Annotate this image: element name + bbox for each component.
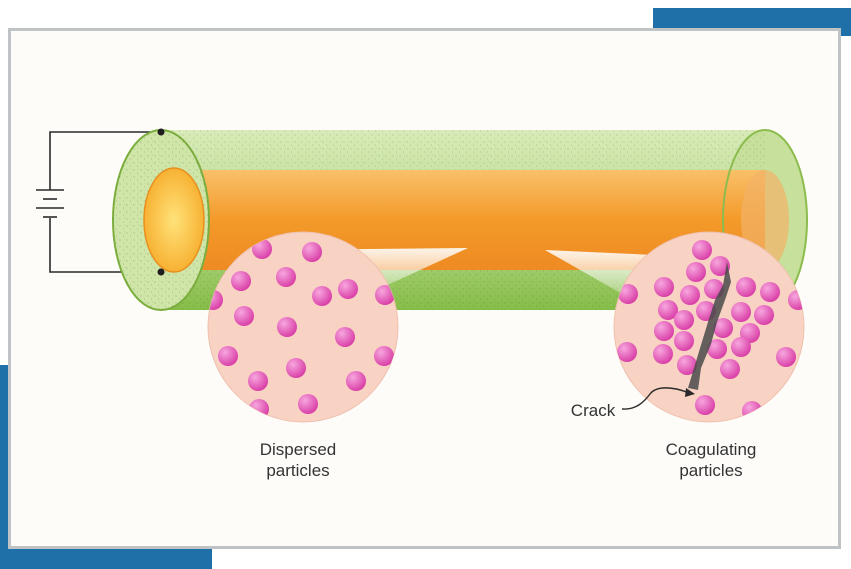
crack-label: Crack xyxy=(562,400,624,421)
dispersed-label-line2: particles xyxy=(218,460,378,481)
terminal-top xyxy=(158,129,165,136)
terminal-bottom xyxy=(158,269,165,276)
coagulating-particles-label: Coagulating particles xyxy=(626,439,796,481)
dispersed-label-line1: Dispersed xyxy=(218,439,378,460)
coagulating-label-line1: Coagulating xyxy=(626,439,796,460)
coagulating-label-line2: particles xyxy=(626,460,796,481)
dispersed-particles-label: Dispersed particles xyxy=(218,439,378,481)
